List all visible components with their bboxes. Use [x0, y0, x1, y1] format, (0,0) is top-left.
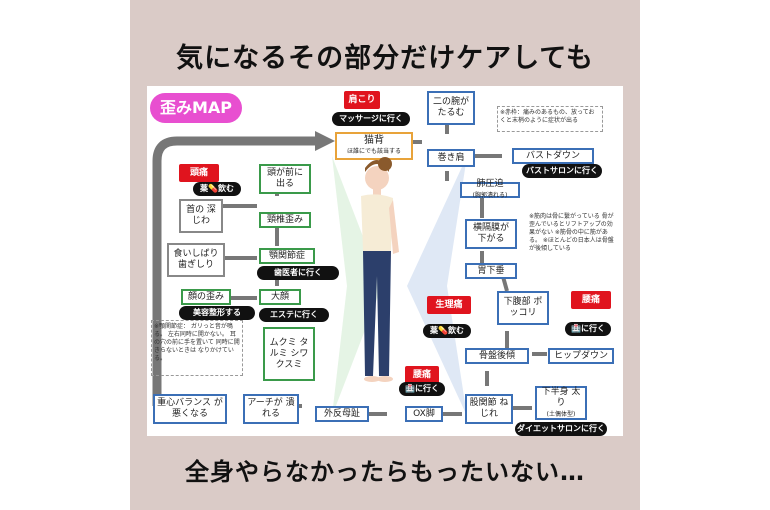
action-shika: 歯医者に行く	[257, 266, 339, 280]
node-kafukubu: 下腹部 ポッコリ	[497, 291, 549, 325]
headline-top: 気になるその部分だけケアしても	[176, 43, 594, 74]
node-bust-down: バストダウン	[512, 148, 594, 164]
label-zutsu: 頭痛	[179, 164, 219, 182]
action-diet-salon: ダイエットサロンに行く	[515, 422, 607, 436]
note-right-mid: ※筋肉は骨に繋がっている 骨が歪んでいるとリフトアップの効果がない ※筋骨の中に…	[529, 213, 614, 252]
node-haiasshu: 肺圧迫 (胸郭潰れる)	[460, 179, 520, 199]
action-seikotsu-left: 🏥に行く	[399, 382, 445, 396]
node-nekoze-sub: ほ誰にでも該当する	[346, 148, 401, 155]
label-youtsu-left: 腰痛	[405, 366, 439, 384]
node-kahanshin: 下半身 太り (土偶体型)	[535, 386, 587, 420]
woman-figure	[361, 157, 399, 382]
node-gakukansetsu: 顎関節症	[259, 248, 315, 264]
note-left-mid: ※顎関節症： ガリっと音が鳴る。 左右同時に開かない。 耳の穴の前に手を置いて …	[151, 320, 243, 376]
map-title: 歪みMAP	[150, 93, 242, 123]
node-kotsuban: 骨盤後傾	[465, 348, 529, 364]
node-ox: OX脚	[405, 406, 443, 422]
label-seiritsu: 生理痛	[427, 296, 471, 314]
node-arch: アーチが 潰れる	[243, 394, 299, 424]
action-kusuri-zutsu: 薬💊飲む	[193, 182, 241, 196]
action-seikotsu-right: 🏥に行く	[565, 322, 611, 336]
action-esthe: エステに行く	[259, 308, 329, 322]
node-kubi-mae: 頭が前に 出る	[259, 164, 311, 194]
node-ninoude: 二の腕が たるむ	[427, 91, 475, 125]
distortion-map: 歪みMAP 肩こり マッサージに行く 猫背 ほ誰にでも該当する 二の腕が たるむ…	[147, 86, 623, 436]
node-nekoze-label: 猫背	[364, 135, 384, 146]
node-gaihan: 外反母趾	[315, 406, 369, 422]
node-haiasshu-label: 肺圧迫	[476, 179, 504, 189]
right-margin	[640, 0, 770, 510]
node-kao-yugami: 顔の歪み	[181, 289, 231, 305]
label-youtsu-right: 腰痛	[571, 291, 611, 309]
node-juushin: 重心バランス が悪くなる	[153, 394, 227, 424]
node-kubi-jiwa: 首の 深じわ	[179, 199, 223, 233]
action-kusuri-seiri: 薬💊飲む	[423, 324, 471, 338]
action-bust-salon: バストサロンに行く	[522, 164, 602, 178]
node-kahanshin-sub: (土偶体型)	[546, 410, 576, 418]
headline-bottom: 全身やらなかったらもったいない…	[185, 458, 585, 486]
node-nekoze: 猫背 ほ誰にでも該当する	[335, 132, 413, 160]
node-keitsui: 頸椎歪み	[259, 212, 311, 228]
node-daigaku: 大顔	[259, 289, 301, 305]
node-hip-down: ヒップダウン	[548, 348, 614, 364]
node-isaka: 胃下垂	[465, 263, 517, 279]
action-biyou: 美容整形する	[179, 306, 255, 320]
left-margin	[0, 0, 130, 510]
node-oukakumaku: 横隔膜が 下がる	[465, 219, 517, 249]
note-top-right: ※赤枠：痛みのあるもの、放っておくと末梢のように症状が出る	[497, 106, 603, 132]
node-kahanshin-label: 下半身 太り	[541, 386, 581, 408]
node-mukumi: ムクミ タルミ シワ クスミ	[263, 327, 315, 381]
node-kuishibari: 食いしばり 歯ぎしり	[167, 243, 225, 277]
label-katakori: 肩こり	[344, 91, 380, 109]
node-kokansetsu: 股関節 ねじれ	[465, 394, 513, 424]
action-massage: マッサージに行く	[332, 112, 410, 126]
node-haiasshu-sub: (胸郭潰れる)	[472, 192, 508, 199]
node-makikata: 巻き肩	[427, 149, 475, 167]
